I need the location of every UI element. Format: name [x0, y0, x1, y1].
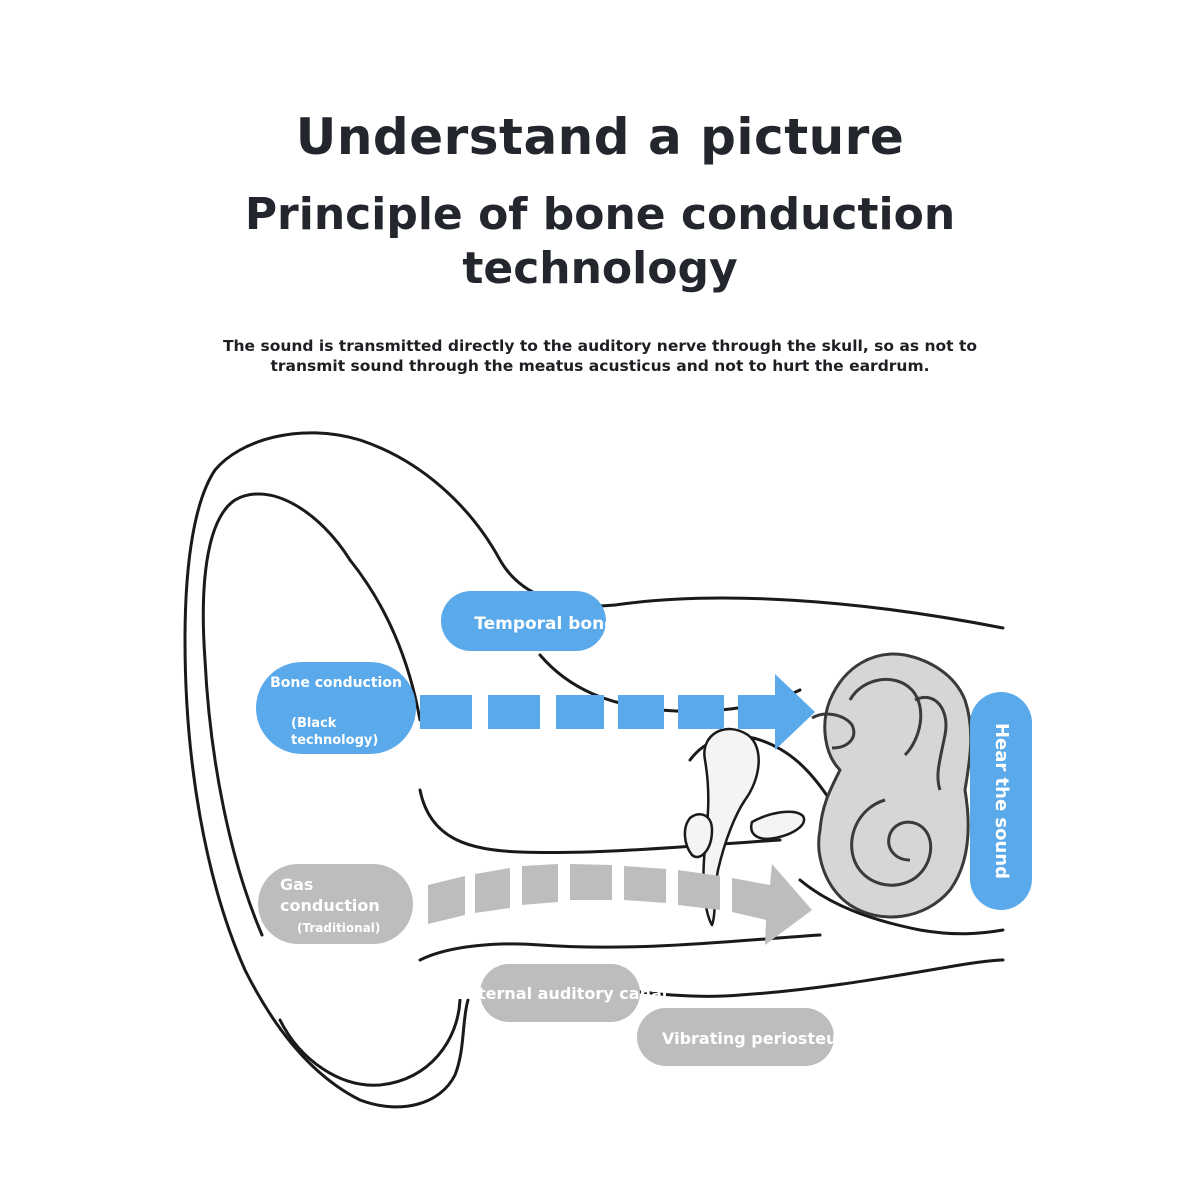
svg-text:Vibrating periosteum: Vibrating periosteum	[662, 1029, 854, 1048]
svg-text:technology): technology)	[291, 733, 378, 748]
cochlea	[811, 652, 973, 919]
skull-lower	[798, 878, 1005, 936]
svg-text:External auditory canal: External auditory canal	[457, 984, 668, 1003]
bone-conduction-arrow	[420, 674, 815, 750]
gray-dash	[428, 876, 465, 924]
cochlea-shape	[817, 652, 973, 919]
page-subtitle: Principle of bone conduction technology	[244, 189, 956, 294]
blue-dash	[556, 695, 604, 729]
blue-dash	[618, 695, 664, 729]
stapes	[749, 810, 806, 840]
label-bg	[258, 864, 413, 944]
page-title: Understand a picture	[295, 108, 905, 166]
svg-text:Hear the sound: Hear the sound	[991, 723, 1012, 879]
external-canal-label: External auditory canal	[457, 964, 668, 1022]
svg-text:conduction: conduction	[280, 896, 380, 915]
blue-dash	[420, 695, 472, 729]
vestibule	[811, 712, 856, 750]
description-text: The sound is transmitted directly to the…	[222, 337, 978, 375]
blue-dash	[488, 695, 540, 729]
canal-bottom	[418, 933, 822, 962]
vibrating-periosteum-label: Vibrating periosteum	[637, 1008, 854, 1066]
hear-sound-label: Hear the sound	[970, 692, 1032, 910]
canal-loop-1	[848, 677, 923, 757]
antihelix	[348, 558, 422, 722]
label-bg	[480, 964, 640, 1022]
canal-loop-2	[914, 696, 948, 791]
ossicles	[683, 727, 806, 927]
gas-conduction-label: Gas conduction (Traditional)	[258, 864, 413, 944]
gray-arrowhead	[732, 864, 812, 945]
label-bg	[256, 662, 416, 754]
gray-dash	[624, 866, 666, 903]
label-bg	[637, 1008, 834, 1066]
inner-helix	[201, 492, 352, 937]
gray-dash	[475, 868, 510, 913]
blue-arrowhead	[738, 674, 815, 750]
label-bg	[441, 591, 606, 651]
gas-conduction-arrow	[428, 864, 812, 945]
blue-dash	[678, 695, 724, 729]
gray-dash	[678, 870, 720, 910]
spiral	[850, 798, 933, 887]
gray-dash	[570, 864, 612, 900]
temporal-bone-label: Temporal bone	[441, 591, 616, 651]
label-bg	[970, 692, 1032, 910]
lobe-contour	[278, 998, 462, 1087]
svg-text:Temporal bone: Temporal bone	[474, 614, 616, 634]
svg-text:(Traditional): (Traditional)	[297, 921, 380, 935]
gray-dash	[522, 864, 558, 905]
bone-conduction-label: Bone conduction (Black technology)	[256, 662, 416, 754]
svg-text:Bone conduction: Bone conduction	[270, 675, 402, 691]
incus	[683, 813, 714, 859]
svg-text:(Black: (Black	[291, 716, 337, 731]
svg-text:Gas: Gas	[280, 875, 313, 894]
